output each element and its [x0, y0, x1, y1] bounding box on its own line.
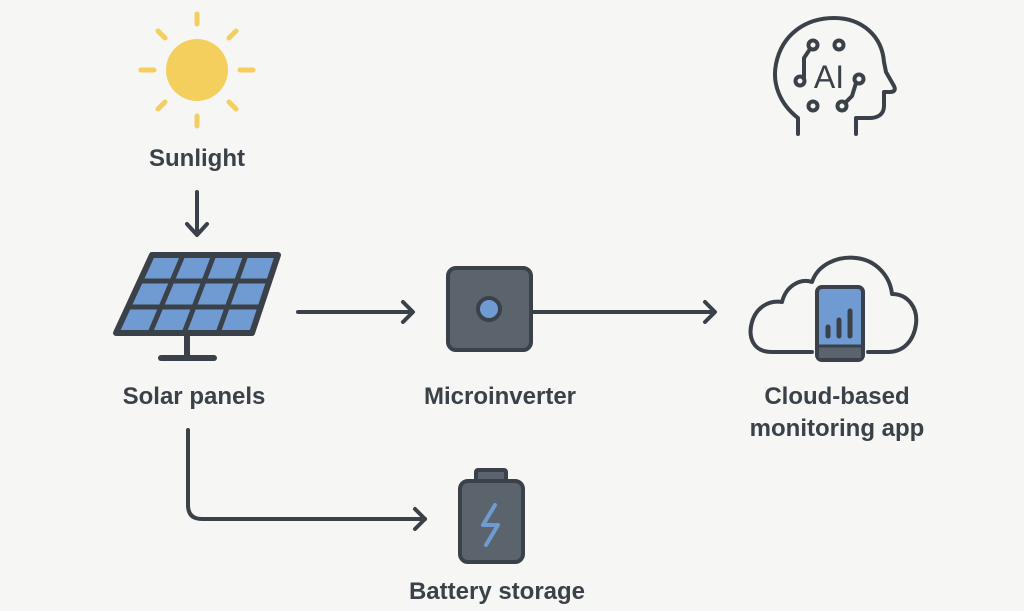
label-cloud-app-line1: Cloud-based: [764, 383, 910, 410]
label-cloud-app-line2: monitoring app: [749, 415, 925, 442]
label-battery-storage: Battery storage: [408, 578, 586, 605]
sun-icon: [138, 11, 256, 129]
ai-head-icon-text: AI: [814, 59, 844, 95]
cloud-phone-icon: [748, 255, 919, 362]
solar-panel-icon: [113, 252, 281, 361]
label-solar-panels: Solar panels: [122, 383, 266, 410]
microinverter-icon: [446, 266, 533, 352]
arrow-solar-panels-to-battery: [186, 428, 427, 531]
arrow-microinverter-to-cloud-app: [529, 300, 717, 324]
label-microinverter: Microinverter: [423, 383, 577, 410]
arrow-sunlight-to-solar-panels: [185, 190, 209, 237]
ai-head-icon: [773, 16, 897, 136]
label-sunlight: Sunlight: [149, 145, 245, 172]
arrow-solar-panels-to-microinverter: [296, 300, 415, 324]
battery-icon: [458, 468, 525, 564]
